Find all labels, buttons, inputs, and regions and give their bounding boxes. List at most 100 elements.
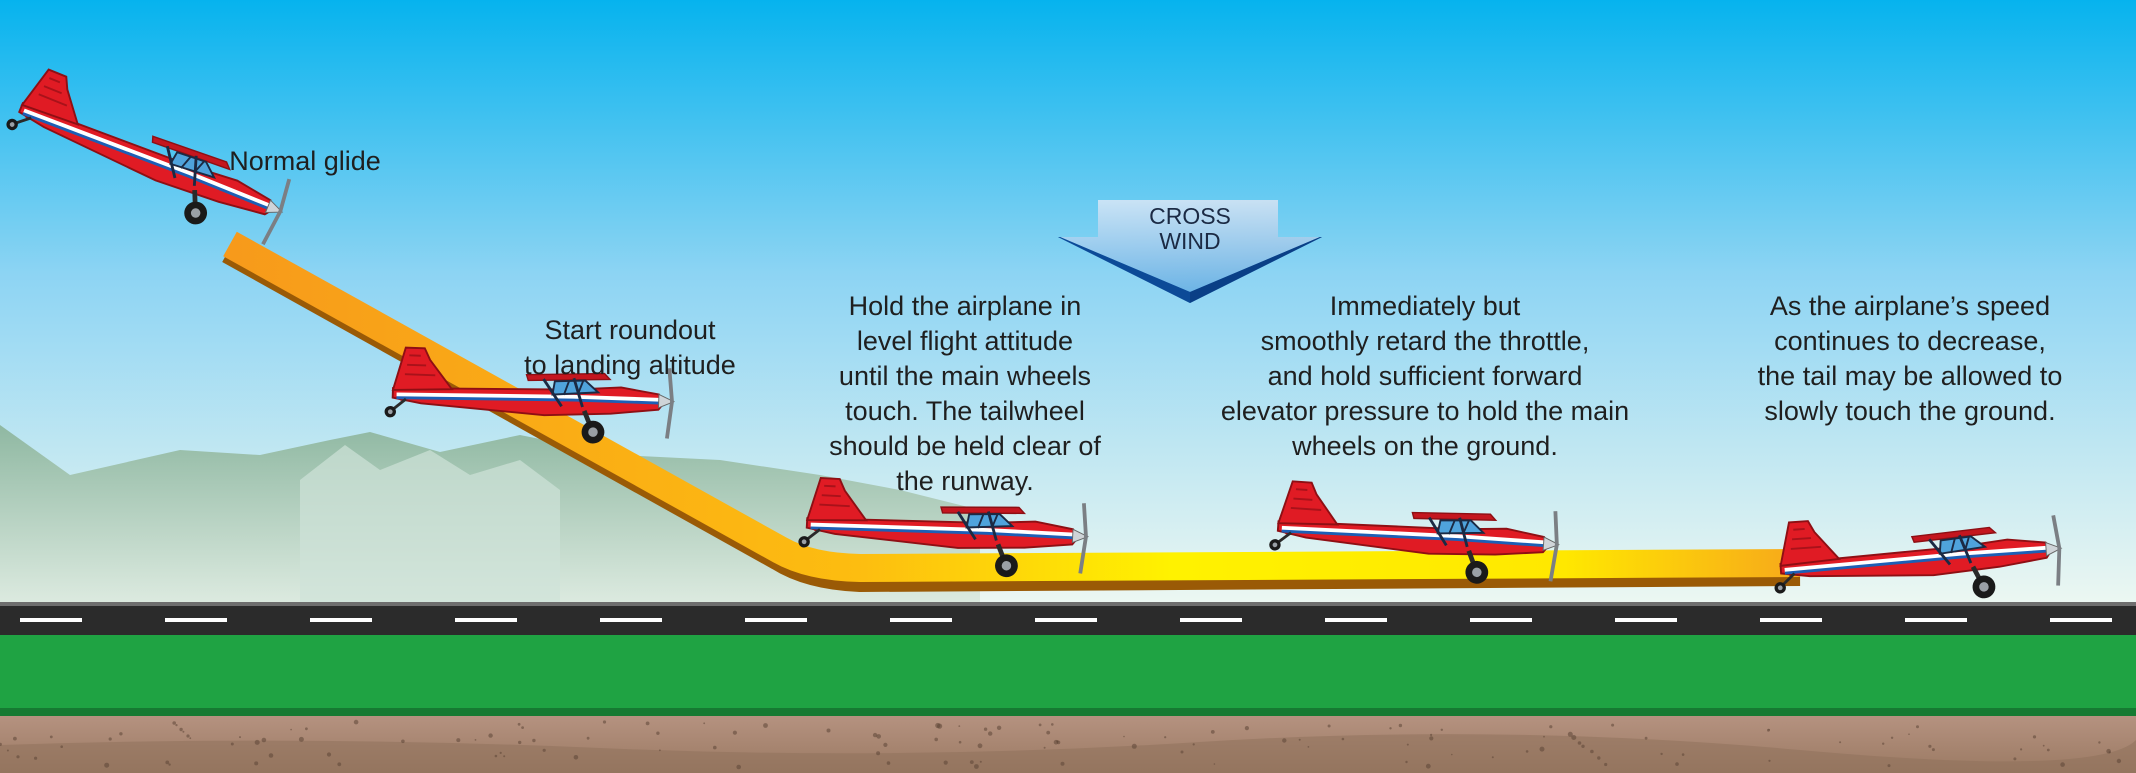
soil-pebble bbox=[1043, 746, 1046, 749]
soil-pebble bbox=[1890, 736, 1894, 739]
label-hold-level-flight: Hold the airplane in level flight attitu… bbox=[829, 291, 1101, 496]
soil-pebble bbox=[182, 730, 185, 733]
soil-pebble bbox=[876, 751, 881, 756]
soil-pebble bbox=[703, 722, 706, 725]
soil-pebble bbox=[1131, 743, 1137, 749]
soil-pebble bbox=[659, 749, 661, 752]
soil-pebble bbox=[943, 760, 948, 765]
soil-pebble bbox=[456, 738, 461, 743]
crosswind-label: CROSS WIND bbox=[1149, 203, 1231, 254]
runway-dash bbox=[1905, 618, 1967, 622]
soil-pebble bbox=[2013, 757, 2017, 761]
soil-pebble bbox=[239, 736, 241, 739]
runway-dash bbox=[745, 618, 807, 622]
soil-pebble bbox=[542, 748, 546, 752]
soil-pebble bbox=[1581, 744, 1585, 748]
soil-pebble bbox=[268, 753, 274, 758]
soil-pebble bbox=[958, 725, 961, 727]
soil-pebble bbox=[979, 760, 982, 763]
soil-pebble bbox=[713, 745, 717, 750]
soil-pebble bbox=[119, 732, 123, 736]
soil-pebble bbox=[1539, 746, 1545, 752]
soil-pebble bbox=[13, 736, 17, 741]
soil-pebble bbox=[499, 751, 502, 755]
soil-pebble bbox=[736, 764, 741, 770]
soil-pebble bbox=[1577, 741, 1582, 745]
soil-pebble bbox=[1525, 750, 1529, 753]
soil-pebble bbox=[2108, 751, 2111, 754]
soil-pebble bbox=[1244, 726, 1249, 731]
soil-pebble bbox=[1611, 723, 1615, 727]
soil-pebbles bbox=[0, 719, 2122, 770]
soil-pebble bbox=[179, 727, 183, 732]
soil-pebble bbox=[1282, 738, 1287, 743]
soil-pebble bbox=[1389, 727, 1392, 730]
label-retard-throttle: Immediately but smoothly retard the thro… bbox=[1220, 291, 1630, 461]
soil-pebble bbox=[1597, 756, 1601, 760]
soil-pebble bbox=[1604, 762, 1608, 767]
soil-pebble bbox=[1451, 753, 1453, 756]
label-tail-touch: As the airplane’s speed continues to dec… bbox=[1757, 291, 2063, 426]
soil-pebble bbox=[586, 736, 590, 740]
soil-pebble bbox=[1051, 723, 1054, 726]
soil-pebble bbox=[16, 755, 20, 759]
soil-pebble bbox=[1571, 735, 1577, 740]
soil-pebble bbox=[1406, 743, 1409, 746]
runway-dash bbox=[1035, 618, 1097, 622]
soil-pebble bbox=[532, 738, 536, 743]
runway-dash bbox=[20, 618, 82, 622]
grass-edge bbox=[0, 708, 2136, 716]
soil-pebble bbox=[974, 764, 979, 769]
soil-pebble bbox=[1768, 759, 1771, 762]
soil-pebble bbox=[474, 739, 477, 741]
runway-dash bbox=[2050, 618, 2112, 622]
soil-pebble bbox=[521, 726, 524, 729]
soil-pebble bbox=[517, 722, 521, 726]
soil-pebble bbox=[1644, 736, 1648, 740]
soil-pebble bbox=[2116, 758, 2122, 764]
soil-pebble bbox=[1425, 763, 1431, 769]
soil-pebble bbox=[1590, 749, 1594, 754]
soil-pebble bbox=[1307, 746, 1310, 748]
soil-pebble bbox=[2098, 741, 2101, 744]
runway-dash bbox=[1615, 618, 1677, 622]
soil-pebble bbox=[108, 737, 112, 741]
soil-layer bbox=[0, 734, 2136, 773]
soil-pebble bbox=[305, 727, 308, 731]
soil-pebble bbox=[261, 737, 267, 743]
runway-edge bbox=[0, 602, 2136, 606]
grass bbox=[0, 635, 2136, 717]
soil-pebble bbox=[60, 745, 63, 748]
soil-pebble bbox=[1916, 725, 1919, 729]
soil-pebble bbox=[1839, 741, 1842, 744]
soil-pebble bbox=[254, 739, 260, 745]
soil-pebble bbox=[503, 755, 506, 758]
soil-pebble bbox=[1298, 738, 1301, 741]
distant-mountains bbox=[300, 445, 560, 610]
soil-pebble bbox=[1681, 753, 1685, 756]
soil-pebble bbox=[656, 731, 660, 735]
soil-pebble bbox=[1046, 730, 1051, 735]
soil-pebble bbox=[298, 736, 304, 742]
runway-dash bbox=[890, 618, 952, 622]
soil-pebble bbox=[1405, 760, 1408, 764]
soil-pebble bbox=[1123, 735, 1125, 738]
soil-pebble bbox=[34, 756, 38, 760]
soil-pebble bbox=[1491, 756, 1494, 759]
soil-pebble bbox=[977, 743, 983, 749]
soil-pebble bbox=[189, 737, 192, 740]
soil-pebble bbox=[6, 749, 9, 752]
soil-pebble bbox=[876, 734, 881, 739]
soil-pebble bbox=[826, 728, 831, 733]
soil-pebble bbox=[934, 737, 938, 742]
soil-pebble bbox=[165, 760, 170, 765]
soil-pebble bbox=[401, 739, 405, 744]
soil-pebble bbox=[168, 763, 171, 766]
soil-pebble bbox=[290, 728, 292, 731]
soil-pebble bbox=[2032, 735, 2037, 739]
soil-pebble bbox=[1180, 750, 1184, 754]
soil-pebble bbox=[1660, 752, 1663, 756]
soil-pebble bbox=[1675, 762, 1679, 766]
soil-pebble bbox=[886, 761, 891, 765]
soil-pebble bbox=[2060, 762, 2065, 767]
